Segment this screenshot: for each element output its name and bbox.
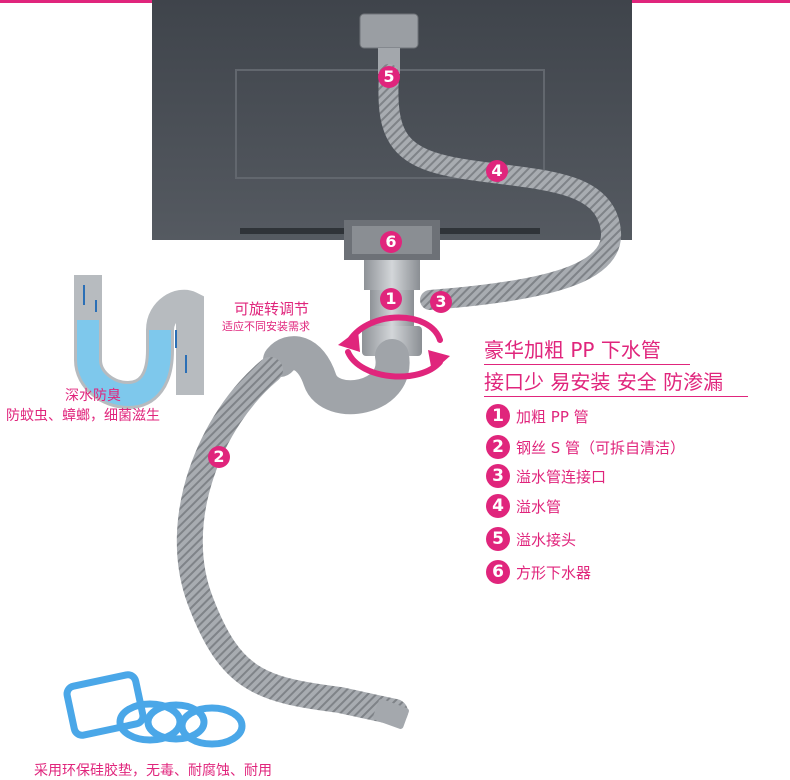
headline-underline [484, 364, 690, 365]
callout-3: 3 [430, 291, 452, 313]
callout-1: 1 [380, 288, 402, 310]
callout-2: 2 [208, 446, 230, 468]
legend-number: 1 [486, 404, 510, 428]
odor-trap-illustration [74, 275, 204, 410]
square-drain [344, 220, 440, 260]
legend-number: 5 [486, 527, 510, 551]
legend-item: 5 溢水接头 [486, 526, 576, 552]
odor-subtitle: 防蚊虫、蟑螂，细菌滋生 [6, 408, 160, 424]
silicone-gaskets [63, 671, 246, 748]
legend-label: 钢丝 S 管（可拆自清洁） [516, 438, 686, 457]
gasket-caption: 采用环保硅胶垫，无毒、耐腐蚀、耐用 [34, 763, 272, 779]
legend-number: 3 [486, 464, 510, 488]
headline-secondary: 接口少 易安装 安全 防渗漏 [484, 370, 724, 394]
legend-label: 溢水管连接口 [516, 467, 607, 486]
drain-hose [176, 357, 408, 725]
odor-title: 深水防臭 [65, 388, 121, 404]
legend-item: 1 加粗 PP 管 [486, 403, 589, 429]
legend-label: 加粗 PP 管 [516, 407, 589, 426]
rotation-arrows [338, 314, 450, 380]
legend-label: 方形下水器 [516, 563, 592, 582]
legend-label: 溢水接头 [516, 530, 577, 549]
legend-number: 4 [486, 494, 510, 518]
overflow-hose [378, 64, 622, 310]
hose-end [373, 699, 409, 729]
legend-item: 2 钢丝 S 管（可拆自清洁） [486, 434, 685, 460]
callout-4: 4 [486, 160, 508, 182]
rotate-title: 可旋转调节 [234, 300, 310, 318]
legend-number: 2 [486, 435, 510, 459]
legend-label: 溢水管 [516, 497, 562, 516]
legend-number: 6 [486, 560, 510, 584]
callout-6: 6 [380, 231, 402, 253]
legend-item: 4 溢水管 [486, 493, 561, 519]
s-trap [263, 336, 410, 415]
rotate-subtitle: 适应不同安装需求 [222, 320, 310, 333]
headline-primary: 豪华加粗 PP 下水管 [484, 338, 661, 362]
legend-item: 3 溢水管连接口 [486, 463, 606, 489]
callout-5: 5 [378, 66, 400, 88]
headline-underline-2 [484, 396, 748, 397]
legend-item: 6 方形下水器 [486, 559, 591, 585]
